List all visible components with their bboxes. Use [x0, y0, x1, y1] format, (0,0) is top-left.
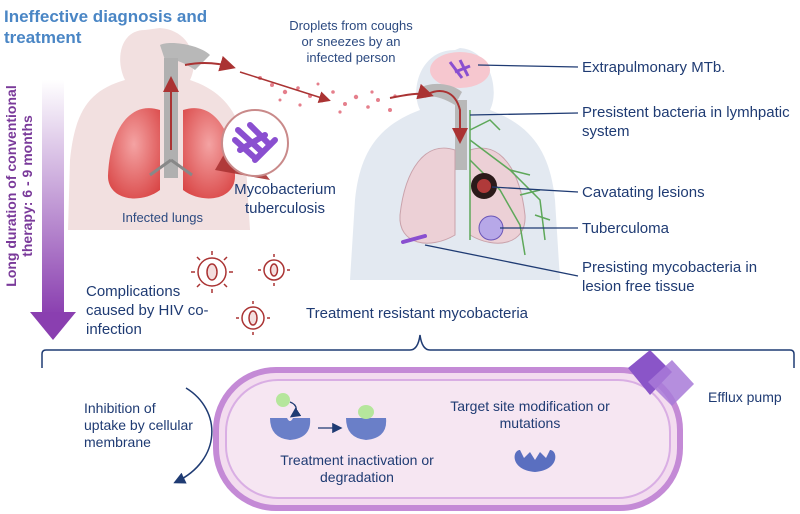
persistent-lymph-label: Presistent bacteria in lymhpatic system [582, 104, 790, 140]
infected-lung-left [107, 108, 160, 199]
resistance-bracket [41, 334, 795, 368]
virus-2 [258, 254, 290, 286]
virus-1 [191, 251, 233, 293]
droplets-label: Droplets from coughs or sneezes by an in… [289, 18, 413, 65]
extrapulmonary-label: Extrapulmonary MTb. [582, 59, 726, 76]
patient-figure [350, 48, 560, 280]
droplet-spray [258, 76, 397, 114]
leader-lines [424, 64, 579, 277]
tuberculoma [478, 215, 504, 241]
hiv-complications-label: Complications caused by HIV co-infection [86, 283, 209, 338]
persisting-myco-label: Presisting mycobacteria in lesion free t… [582, 259, 758, 295]
duration-arrow [30, 80, 76, 340]
bacteria-zoom-circle [221, 109, 289, 177]
enzyme-inactivation-icon [270, 393, 387, 440]
transmission-arrow [239, 71, 331, 103]
tuberculoma-label: Tuberculoma [582, 220, 669, 237]
infected-lung-right [183, 108, 236, 199]
hiv-virus-icons [191, 251, 290, 335]
patient-lung-left [399, 147, 456, 244]
efflux-pump [628, 350, 694, 406]
bacterium-cell [213, 367, 683, 511]
inhibition-label: Inhibition of uptake by cellular membran… [84, 400, 193, 450]
mycobacterium-label: Mycobacterium tuberculosis [234, 181, 336, 217]
target-site-icon [514, 450, 556, 472]
cavitating-lesions-label: Cavatating lesions [582, 184, 705, 201]
infected-lungs-label: Infected lungs [122, 210, 203, 225]
resistant-mycobacteria-label: Treatment resistant mycobacteria [306, 305, 529, 322]
efflux-pump-label: Efflux pump [708, 389, 782, 405]
target-site-label: Target site modification or mutations [450, 398, 610, 431]
infected-person-figure [68, 28, 250, 230]
virus-3 [236, 301, 270, 335]
page-title: Ineffective diagnosis and treatment [4, 7, 208, 47]
therapy-duration-label: Long duration of conventional therapy: 6… [3, 85, 35, 287]
inhibition-arrow [173, 387, 213, 484]
inactivation-label: Treatment inactivation or degradation [280, 452, 434, 485]
